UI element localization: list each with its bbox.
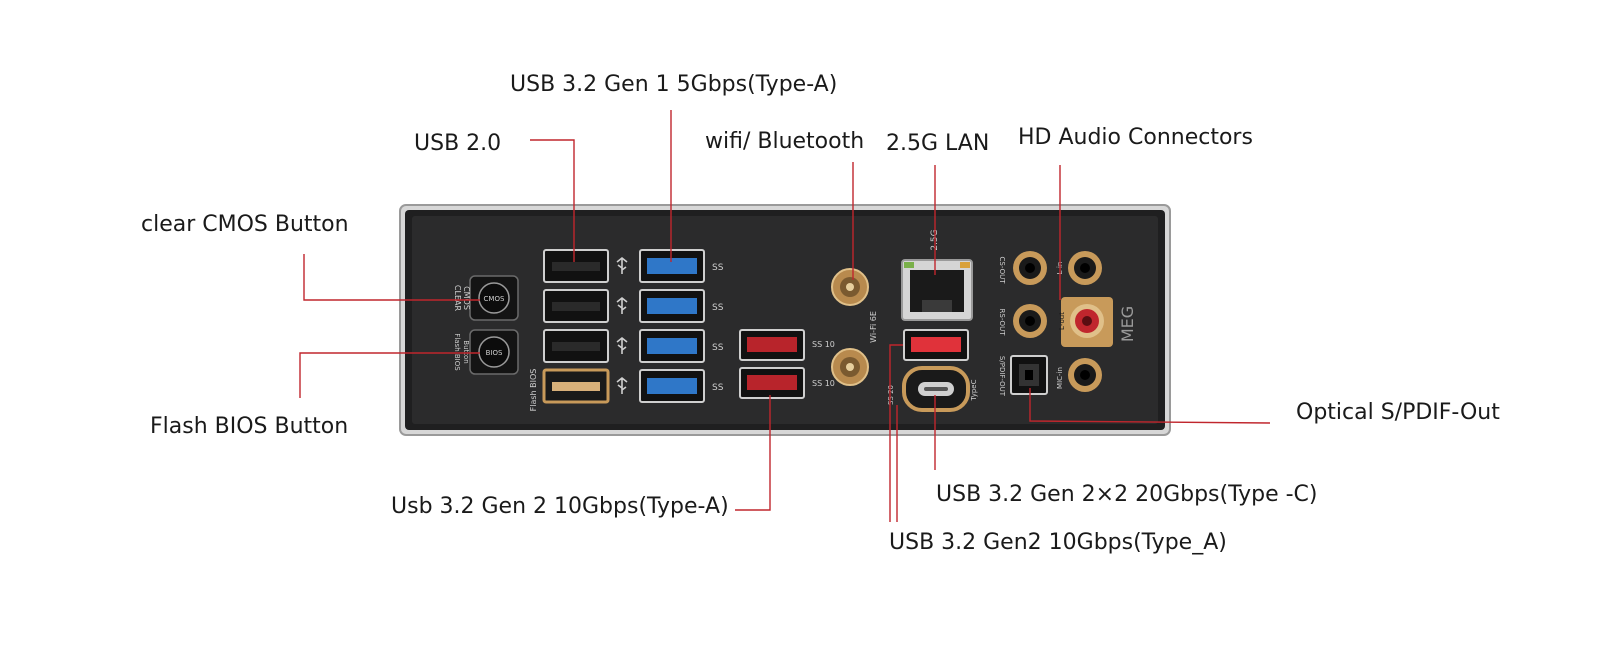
callout-usb32-gen2x2: USB 3.2 Gen 2×2 20Gbps(Type -C) xyxy=(936,482,1318,507)
flash-bios-button-cap xyxy=(478,336,510,368)
usb32-gen2-port[interactable] xyxy=(739,367,805,399)
clear-cmos-button-cap xyxy=(478,282,510,314)
usb20-port[interactable] xyxy=(543,249,609,283)
callout-optical-spdif: Optical S/PDIF-Out xyxy=(1296,400,1500,425)
cs-out-mark: CS-OUT xyxy=(998,257,1006,285)
callout-usb32-gen2-typea: USB 3.2 Gen2 10Gbps(Type_A) xyxy=(889,530,1227,555)
flash-bios-mark-1: Flash BIOS xyxy=(453,333,461,371)
usb32-gen1-port[interactable] xyxy=(639,329,705,363)
typec-mark: TypeC xyxy=(970,379,978,401)
usb20-ports: Flash BIOS xyxy=(529,249,628,412)
leader-clear-cmos xyxy=(303,254,480,301)
ss-marks: SS SS SS SS xyxy=(712,263,724,393)
leader-usb20 xyxy=(530,139,575,262)
antenna-connector[interactable] xyxy=(831,348,869,386)
callout-hd-audio: HD Audio Connectors xyxy=(1018,125,1253,150)
usb32-gen2-ports: SS 10 SS 10 xyxy=(739,329,835,399)
callout-flash-bios: Flash BIOS Button xyxy=(150,414,349,439)
mic-in-mark: MIC-in xyxy=(1056,367,1064,389)
usb-trident-icon xyxy=(616,256,628,394)
leader-lines xyxy=(299,110,1271,522)
brand-mark: MEG xyxy=(1118,306,1137,342)
leader-usb32-gen2-lan xyxy=(889,344,903,522)
callout-lan: 2.5G LAN xyxy=(886,131,990,156)
callout-clear-cmos: clear CMOS Button xyxy=(141,212,349,237)
flash-bios-port-mark: Flash BIOS xyxy=(529,369,538,412)
usb32-gen1-port[interactable] xyxy=(639,369,705,403)
ss10-mark: SS 10 xyxy=(812,379,835,388)
usb20-port[interactable] xyxy=(543,289,609,323)
usb32-gen1-port[interactable] xyxy=(639,289,705,323)
antenna-connector[interactable] xyxy=(831,268,869,306)
audio-jack-line-in[interactable] xyxy=(1068,251,1102,285)
flash-bios-usb-port[interactable] xyxy=(542,368,610,404)
audio-jack-line-out[interactable] xyxy=(1070,304,1104,338)
ss20-mark: SS 20 xyxy=(887,385,895,405)
callout-usb20: USB 2.0 xyxy=(414,131,502,156)
spdif-mark: S/PDIF-OUT xyxy=(998,356,1006,397)
line-out-mark: L-out xyxy=(1058,312,1066,330)
usb32-gen1-ports: SS SS SS SS xyxy=(639,249,724,403)
rs-out-mark: RS-OUT xyxy=(998,309,1006,337)
usb32-gen1-port[interactable] xyxy=(639,249,705,283)
flash-bios-mark-2: Button xyxy=(462,340,470,363)
cmos-button-mark: CMOS xyxy=(484,295,505,303)
wifi-antenna-connectors: Wi-Fi 6E xyxy=(831,268,878,386)
ss-mark: SS xyxy=(712,303,724,313)
flash-bios-button[interactable]: BIOS Flash BIOS Button xyxy=(453,329,519,375)
clear-cmos-mark-1: CLEAR xyxy=(453,285,462,312)
audio-jack[interactable] xyxy=(1013,304,1047,338)
usb20-port[interactable] xyxy=(543,329,609,363)
callout-usb32-gen1: USB 3.2 Gen 1 5Gbps(Type-A) xyxy=(510,72,838,97)
audio-jack[interactable] xyxy=(1013,251,1047,285)
leader-optical xyxy=(1029,388,1271,424)
clear-cmos-mark-2: CMOS xyxy=(462,286,471,310)
usb32-gen2-port-lan[interactable] xyxy=(903,329,969,361)
usb-typec-port[interactable]: TypeC SS 20 xyxy=(887,366,978,412)
callout-wifi-bluetooth: wifi/ Bluetooth xyxy=(705,129,865,154)
callout-usb32-gen2: Usb 3.2 Gen 2 10Gbps(Type-A) xyxy=(391,494,729,519)
audio-jack-mic-in[interactable] xyxy=(1068,358,1102,392)
ss-mark: SS xyxy=(712,343,724,353)
wifi-mark: Wi-Fi 6E xyxy=(869,311,878,343)
bios-button-mark: BIOS xyxy=(486,349,503,357)
usb32-gen2-port[interactable] xyxy=(739,329,805,361)
leader-flash-bios xyxy=(299,352,480,398)
ss10-mark: SS 10 xyxy=(812,340,835,349)
ss-mark: SS xyxy=(712,383,724,393)
optical-spdif-port[interactable] xyxy=(1010,355,1048,395)
clear-cmos-button[interactable]: CMOS CLEAR CMOS xyxy=(453,275,519,321)
audio-section: CS-OUT RS-OUT S/PDIF-OUT xyxy=(998,251,1113,397)
leader-usb32-gen2 xyxy=(735,395,771,511)
ss-mark: SS xyxy=(712,263,724,273)
